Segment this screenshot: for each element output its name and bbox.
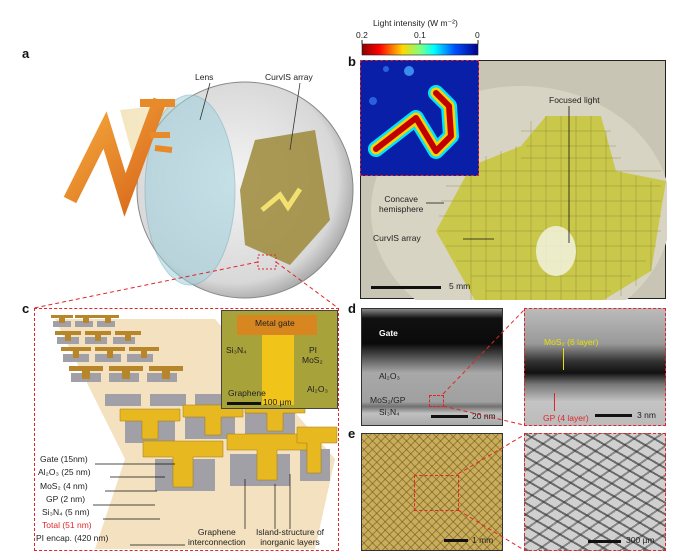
colorbar [361,43,479,56]
scale-bar [431,415,468,418]
al2o3-label: Al₂O₃ [379,371,400,381]
pi-encap-label: PI encap. (420 nm) [36,533,109,543]
layer-label-gate: Gate (15nm) [40,454,88,464]
scale-bar [227,402,261,405]
lens-label: Lens [195,72,214,82]
layer-label-gp: GP (2 nm) [46,494,86,504]
layer-stack-islands [51,315,338,491]
total-thickness-label: Total (51 nm) [42,520,92,530]
layer-label-al2o3: Al₂O₃ (25 nm) [38,467,91,477]
tem-cross-section: Gate Al₂O₃ MoS₂/GP Si₃N₄ 20 nm [361,308,503,426]
gate-label: Gate [379,328,398,338]
focused-light-label: Focused light [549,95,600,105]
scale-label: 1 mm [472,535,494,545]
zoom-region [414,475,459,511]
layer-label-mos2: MoS₂ (4 nm) [40,481,88,491]
colorbar-tick: 0.2 [356,30,368,40]
panel-label-a: a [22,46,30,61]
pi-label: PI [309,345,318,355]
lens-icon [144,94,236,286]
layer-label-si3n4: Si₃N₄ (5 nm) [42,507,90,517]
scale-label: 300 µm [626,535,655,545]
si3n4-label: Si₃N₄ [226,345,247,355]
panel-c-device-schematic [34,308,339,551]
colorbar-tick: 0 [475,30,480,40]
metal-gate-label: Metal gate [255,318,295,328]
graphene-label: Graphene [228,388,266,398]
si3n4-label: Si₃N₄ [379,407,400,417]
scale-bar [444,539,468,542]
panel-label-d: d [348,301,356,316]
scale-bar [371,286,441,289]
mos2-gp-label: MoS₂/GP [370,395,406,405]
colorbar-title: Light intensity (W m⁻²) [373,18,458,28]
panel-c-micrograph-inset: Metal gate Si₃N₄ PI MoS₂ Graphene Al₂O₃ … [221,310,338,409]
al2o3-label: Al₂O₃ [307,384,328,394]
scale-label: 100 µm [263,397,292,407]
scale-label: 20 nm [472,411,496,421]
mos2-layers-label: MoS₂ (6 layer) [544,337,599,347]
mos2-label: MoS₂ [302,355,323,365]
panel-label-e: e [348,426,356,441]
curvis-array-label-b: CurvIS array [373,233,421,243]
panel-label-c: c [22,301,30,316]
array-photo: 1 mm [361,433,503,551]
hrtem-zoom: MoS₂ (6 layer) GP (4 layer) 3 nm [524,308,666,426]
curvis-array-label: CurvIS array [265,72,313,82]
object-z-shape [63,97,167,217]
scale-bar [588,540,621,543]
gp-layers-label: GP (4 layer) [543,413,589,423]
colorbar-tick: 0.1 [414,30,426,40]
panel-label-b: b [348,54,356,69]
scale-label: 5 mm [449,281,471,291]
scale-label: 3 nm [637,410,656,420]
sem-zoom: 300 µm [524,433,666,551]
curvis-array-photo [436,116,666,300]
zoom-region [429,395,444,407]
curvis-array-mesh [240,130,330,265]
scale-bar [595,414,632,417]
light-intensity-heatmap [360,60,479,176]
projected-image [260,187,303,212]
